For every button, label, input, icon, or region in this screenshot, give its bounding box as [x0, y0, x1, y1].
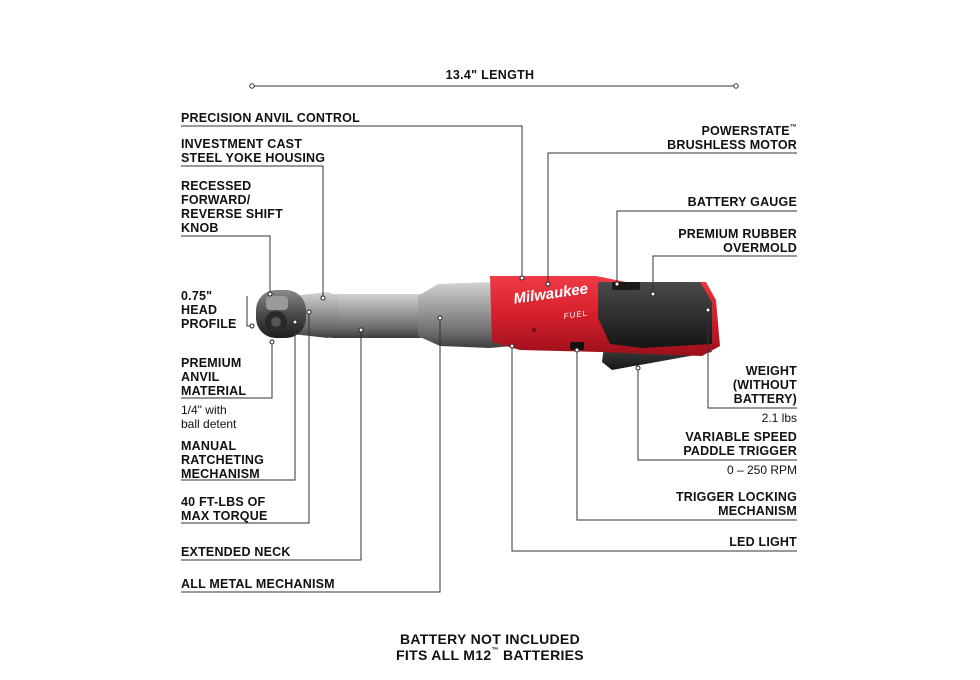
powerstate-trademark: ™	[789, 124, 797, 131]
label-shift-knob: RECESSED FORWARD/ REVERSE SHIFT KNOB	[181, 179, 283, 235]
label-precision-anvil-control: PRECISION ANVIL CONTROL	[181, 111, 360, 125]
length-dimension-line	[249, 83, 739, 89]
label-led-light: LED LIGHT	[729, 535, 797, 549]
footer-trademark: ™	[491, 647, 499, 654]
neck-flare	[418, 282, 512, 348]
rpm-value: 0 – 250 RPM	[726, 463, 797, 477]
length-label: 13.4" LENGTH	[445, 68, 535, 82]
label-weight: WEIGHT (WITHOUT BATTERY)	[732, 364, 797, 406]
leader-dots	[249, 275, 711, 371]
label-trigger-locking: TRIGGER LOCKING MECHANISM	[675, 490, 797, 518]
premium-anvil-detail: 1/4" with ball detent	[181, 403, 237, 431]
powerstate-name: POWERSTATE	[701, 124, 790, 138]
footer-line2-pre: FITS ALL M12	[396, 647, 492, 663]
label-investment-cast-housing: INVESTMENT CAST STEEL YOKE HOUSING	[181, 137, 326, 165]
weight-value: 2.1 lbs	[761, 411, 797, 425]
brand-sub: FUEL	[563, 308, 588, 320]
label-rubber-overmold: PREMIUM RUBBER OVERMOLD	[678, 227, 797, 255]
label-ratcheting-mechanism: MANUAL RATCHETING MECHANISM	[181, 439, 265, 481]
label-powerstate-motor: POWERSTATE™ BRUSHLESS MOTOR	[667, 124, 797, 152]
label-paddle-trigger: VARIABLE SPEED PADDLE TRIGGER	[683, 430, 797, 458]
footer-note: BATTERY NOT INCLUDED FITS ALL M12™ BATTE…	[0, 631, 980, 663]
brushless-motor: BRUSHLESS MOTOR	[667, 138, 797, 152]
label-max-torque: 40 FT-LBS OF MAX TORQUE	[181, 495, 268, 523]
label-head-profile: 0.75" HEAD PROFILE	[181, 289, 237, 331]
label-premium-anvil: PREMIUM ANVIL MATERIAL	[181, 356, 247, 398]
ratchet-tool	[256, 276, 720, 370]
leader-lines	[181, 125, 797, 593]
footer-line1: BATTERY NOT INCLUDED	[400, 631, 580, 647]
label-extended-neck: EXTENDED NECK	[181, 545, 291, 559]
rubber-overmold	[598, 282, 712, 348]
label-all-metal-mechanism: ALL METAL MECHANISM	[181, 577, 335, 591]
ratchet-head	[256, 290, 306, 338]
extended-neck	[328, 294, 424, 338]
trigger-lock-button	[570, 342, 584, 350]
footer-line2: FITS ALL M12™ BATTERIES	[0, 647, 980, 663]
label-battery-gauge: BATTERY GAUGE	[687, 195, 797, 209]
footer-line2-post: BATTERIES	[498, 647, 584, 663]
